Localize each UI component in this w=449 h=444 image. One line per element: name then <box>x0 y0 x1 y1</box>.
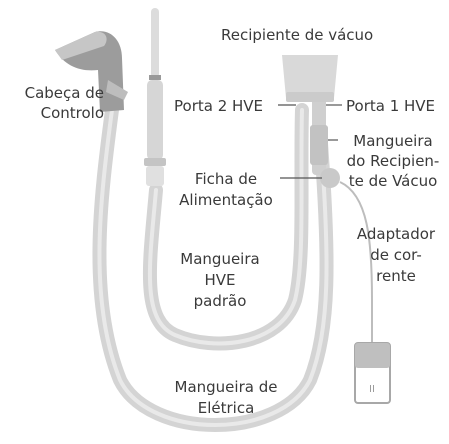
label-power-plug-line2: Alimentação <box>179 191 273 209</box>
label-container-hose-line3: te de Vácuo <box>348 172 438 190</box>
standard-hve-hose-highlight <box>147 108 304 346</box>
label-electrical-hose-line2: Elétrica <box>197 399 255 417</box>
power-plug <box>320 168 340 188</box>
power-adapter-cord <box>339 181 373 345</box>
control-head-top <box>55 31 107 60</box>
label-container-hose-line2: do Recipien- <box>346 152 440 170</box>
power-adapter-mark: II <box>369 384 375 395</box>
label-power-adapter-line3: rente <box>376 267 416 285</box>
electrical-hose-highlight <box>97 108 329 427</box>
label-control-head-line2: Controlo <box>40 104 104 122</box>
label-standard-hve-hose-line1: Mangueira <box>180 250 260 268</box>
container-hose-collar <box>310 125 328 165</box>
label-hve-port-1: Porta 1 HVE <box>346 97 436 115</box>
label-power-adapter-line2: de cor- <box>370 246 422 264</box>
label-power-adapter-line1: Adaptador <box>356 225 436 243</box>
label-electrical-hose-line1: Mangueira de <box>174 378 278 396</box>
label-vacuum-container: Recipiente de vácuo <box>221 26 374 44</box>
hve-wand-collar <box>144 158 166 166</box>
vacuum-container <box>282 55 338 98</box>
vacuum-container-base <box>286 92 334 102</box>
label-hve-port-2: Porta 2 HVE <box>174 97 264 115</box>
label-container-hose-line1: Mangueira <box>353 132 433 150</box>
power-adapter-top <box>355 343 390 368</box>
hve-wand-ring <box>149 75 161 80</box>
hve-wand-connector <box>146 166 164 186</box>
label-standard-hve-hose-line2: HVE <box>204 271 236 289</box>
hve-wand-tip <box>151 8 159 78</box>
control-head-trigger <box>106 80 128 100</box>
hve-wand-body <box>147 80 163 160</box>
label-power-plug-line1: Ficha de <box>194 170 258 188</box>
label-control-head-line1: Cabeça de <box>24 84 104 102</box>
label-standard-hve-hose-line3: padrão <box>193 292 247 310</box>
